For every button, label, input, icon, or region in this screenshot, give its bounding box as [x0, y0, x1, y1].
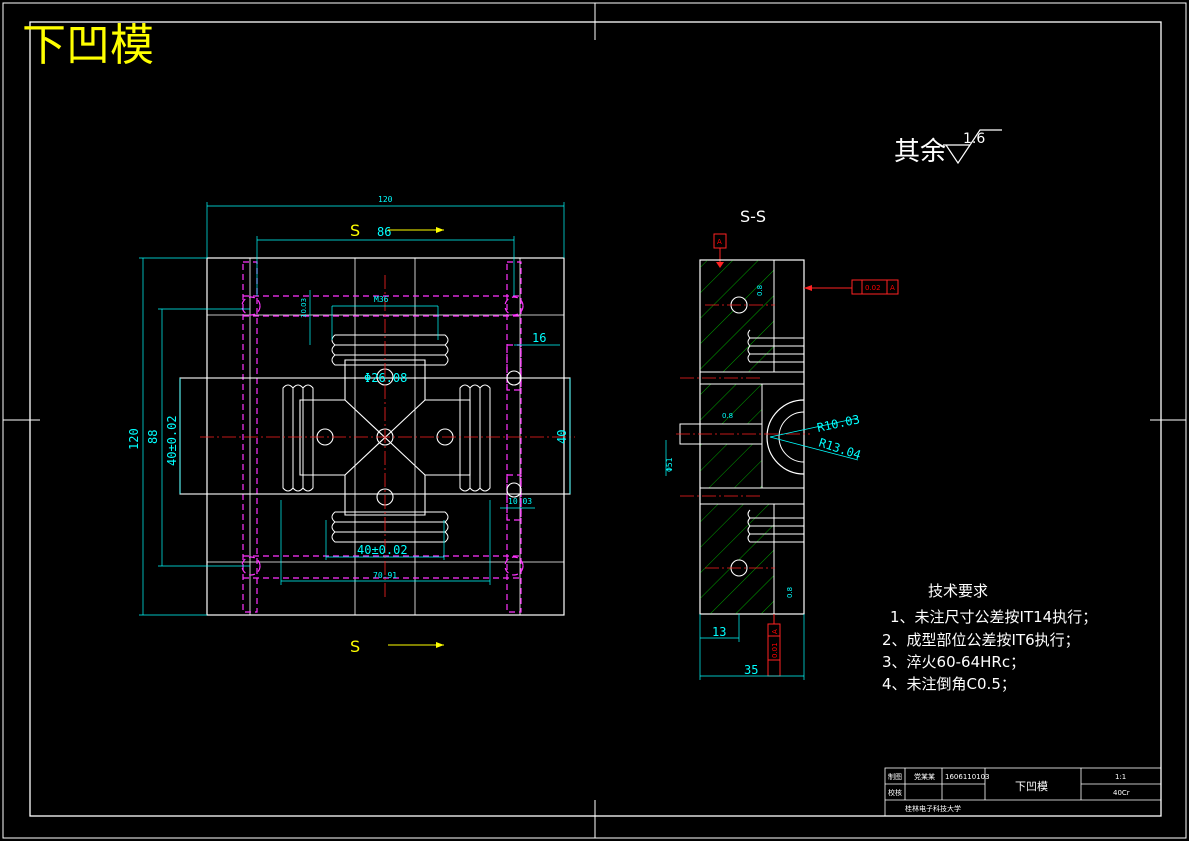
tb-school: 桂林电子科技大学 [905, 804, 961, 813]
section-view: S-S A [665, 207, 899, 680]
section-mark-bottom: S [350, 637, 360, 656]
title-block: 制图 党某某 1606110103 校核 下凹模 1:1 40Cr 桂林电子科技… [884, 767, 1162, 817]
requirement-item: 4、未注倒角C0.5； [882, 675, 1016, 693]
dim-hole: Φ26.08 [364, 371, 407, 385]
technical-requirements: 技术要求 1、未注尺寸公差按IT14执行； 2、成型部位公差按IT6执行； 3、… [882, 582, 1097, 693]
dim-tol-vert: 40±0.02 [165, 415, 179, 466]
rough-mark-b: 0.8 [722, 412, 733, 420]
dim-height-inner: 88 [146, 430, 160, 444]
dim-r1: R10.03 [816, 412, 861, 435]
dim-w35: 35 [744, 663, 758, 677]
thread-left [282, 384, 314, 492]
dim-r2: R13.04 [817, 436, 863, 463]
dim-bottom-span: 70.91 [373, 571, 397, 580]
dim-d3: 10.03 [508, 497, 532, 506]
front-view: 120 86 M36 10.03 16 Φ26.08 120 88 40±0.0… [127, 195, 575, 656]
flatness-value: 0.02 [865, 284, 881, 292]
requirement-item: 1、未注尺寸公差按IT14执行； [890, 608, 1097, 626]
dim-d2: 16 [532, 331, 546, 345]
roughness-note: 其余 1.6 [894, 129, 1002, 167]
dim-right-40: 40 [555, 430, 569, 444]
dim-thread: M36 [374, 295, 389, 304]
requirement-item: 3、淬火60-64HRc； [882, 653, 1025, 671]
tb-scale: 1:1 [1115, 773, 1126, 781]
flatness-datum: A [890, 284, 895, 292]
tb-drawn-id: 1606110103 [945, 773, 990, 781]
thread-right [459, 384, 491, 492]
section-mark-top: S [350, 221, 360, 240]
dim-height-overall: 120 [127, 428, 141, 450]
dim-d1: 10.03 [300, 298, 308, 318]
rough-mark-a: 0.8 [756, 285, 764, 296]
tb-check-label: 校核 [888, 788, 902, 797]
drawing-title: 下凹模 [22, 20, 154, 71]
rough-mark-c: 0.8 [786, 587, 794, 598]
thread-bottom [331, 511, 449, 543]
section-thread-bottom [747, 509, 804, 543]
roughness-label: 其余 [894, 137, 946, 167]
tb-drawn-name: 党某某 [914, 772, 935, 781]
tb-material: 40Cr [1113, 789, 1130, 797]
tol-frame-datum: A [771, 629, 779, 634]
dim-width-inner: 86 [377, 225, 391, 239]
tb-drawn-label: 制图 [888, 772, 902, 781]
dim-phi-left: Φ51 [665, 457, 674, 472]
datum-label-top: A [717, 238, 722, 246]
tb-part-name: 下凹模 [1015, 780, 1048, 793]
thread-top [331, 334, 449, 366]
requirement-item: 2、成型部位公差按IT6执行； [882, 631, 1080, 649]
dim-w13: 13 [712, 625, 726, 639]
section-thread-top [747, 329, 804, 363]
dim-tol-horiz: 40±0.02 [357, 543, 408, 557]
dim-width-overall: 120 [378, 195, 393, 204]
section-view-title: S-S [740, 207, 766, 226]
requirements-heading: 技术要求 [928, 582, 988, 600]
tol-frame-value: 0.01 [771, 642, 779, 658]
roughness-value: 1.6 [963, 131, 985, 147]
